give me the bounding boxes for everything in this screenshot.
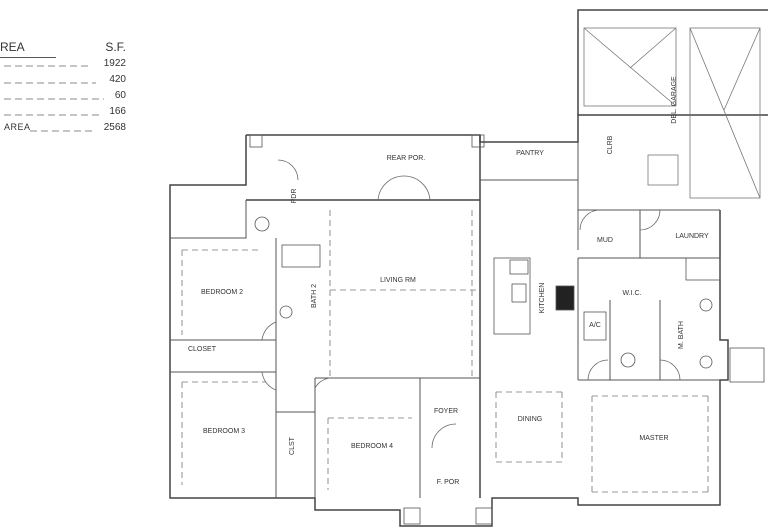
garage-label: DBL. GARAGE	[671, 76, 678, 124]
sf-column-header: S.F.	[105, 40, 126, 54]
toilet-icon	[254, 216, 270, 232]
header-underline	[0, 57, 56, 58]
closet-label: CLOSET	[188, 346, 217, 353]
area-row-value: 166	[109, 106, 126, 117]
bedroom2-label: BEDROOM 2	[201, 289, 243, 296]
powder-room-label: PDR	[291, 189, 298, 204]
area-row: 166	[0, 104, 130, 120]
master-label: MASTER	[639, 435, 668, 442]
ac-unit-icon	[729, 347, 765, 383]
ceiling-lines	[181, 210, 709, 493]
bedroom3-label: BEDROOM 3	[203, 428, 245, 435]
kitchen-island	[493, 257, 531, 335]
rear-porch-label: REAR POR.	[387, 155, 426, 162]
closet-small-label: CLST	[289, 436, 296, 455]
toilet-icon	[620, 352, 636, 368]
fireplace-icon	[555, 285, 575, 311]
area-row-label: AREA	[4, 122, 31, 132]
bedroom4-label: BEDROOM 4	[351, 443, 393, 450]
area-row-value: 60	[114, 90, 126, 101]
corner-post-icon	[471, 134, 485, 148]
living-room-label: LIVING RM	[380, 277, 416, 284]
sink-icon	[511, 283, 527, 303]
doors	[261, 159, 681, 449]
fixtures	[249, 134, 765, 525]
dining-label: DINING	[518, 416, 543, 423]
mud-label: MUD	[597, 237, 613, 244]
sink-icon	[279, 305, 293, 319]
ac-label: A/C	[589, 322, 601, 329]
corner-post-icon	[249, 134, 263, 148]
area-row-value: 2568	[103, 122, 126, 133]
area-column-header: REA	[0, 40, 25, 54]
area-table: REA S.F. 1922 420 60 166 AREA 2568	[0, 40, 130, 136]
sink-icon	[699, 298, 713, 312]
foyer-label: FOYER	[434, 408, 458, 415]
tub-icon	[281, 244, 321, 268]
corner-post-icon	[475, 507, 493, 525]
sink-icon	[699, 355, 713, 369]
area-row-value: 420	[109, 74, 126, 85]
front-porch-label: F. POR	[437, 479, 460, 486]
area-row: 1922	[0, 56, 130, 72]
cooktop-icon	[509, 259, 529, 275]
master-bath-label: M. BATH	[678, 321, 685, 349]
area-row-value: 1922	[103, 58, 126, 69]
exterior-walls	[169, 9, 768, 527]
room-labels: REAR POR. PANTRY DBL. GARAGE CLRB MUD LA…	[188, 76, 709, 486]
wic-label: W.I.C.	[622, 290, 641, 297]
area-table-header: REA S.F.	[0, 40, 130, 56]
laundry-label: LAUNDRY	[675, 233, 709, 240]
clrb-label: CLRB	[607, 135, 614, 154]
fridge-icon	[583, 311, 607, 341]
area-row: 420	[0, 72, 130, 88]
bath2-label: BATH 2	[311, 284, 318, 308]
area-total-row: AREA 2568	[0, 120, 130, 136]
garage-roof-lines	[583, 27, 761, 199]
area-table-leaders	[4, 65, 104, 132]
kitchen-label: KITCHEN	[539, 283, 546, 314]
shower-icon	[685, 257, 721, 281]
area-row: 60	[0, 88, 130, 104]
interior-walls	[170, 142, 720, 498]
pantry-label: PANTRY	[516, 150, 544, 157]
corner-post-icon	[403, 507, 421, 525]
